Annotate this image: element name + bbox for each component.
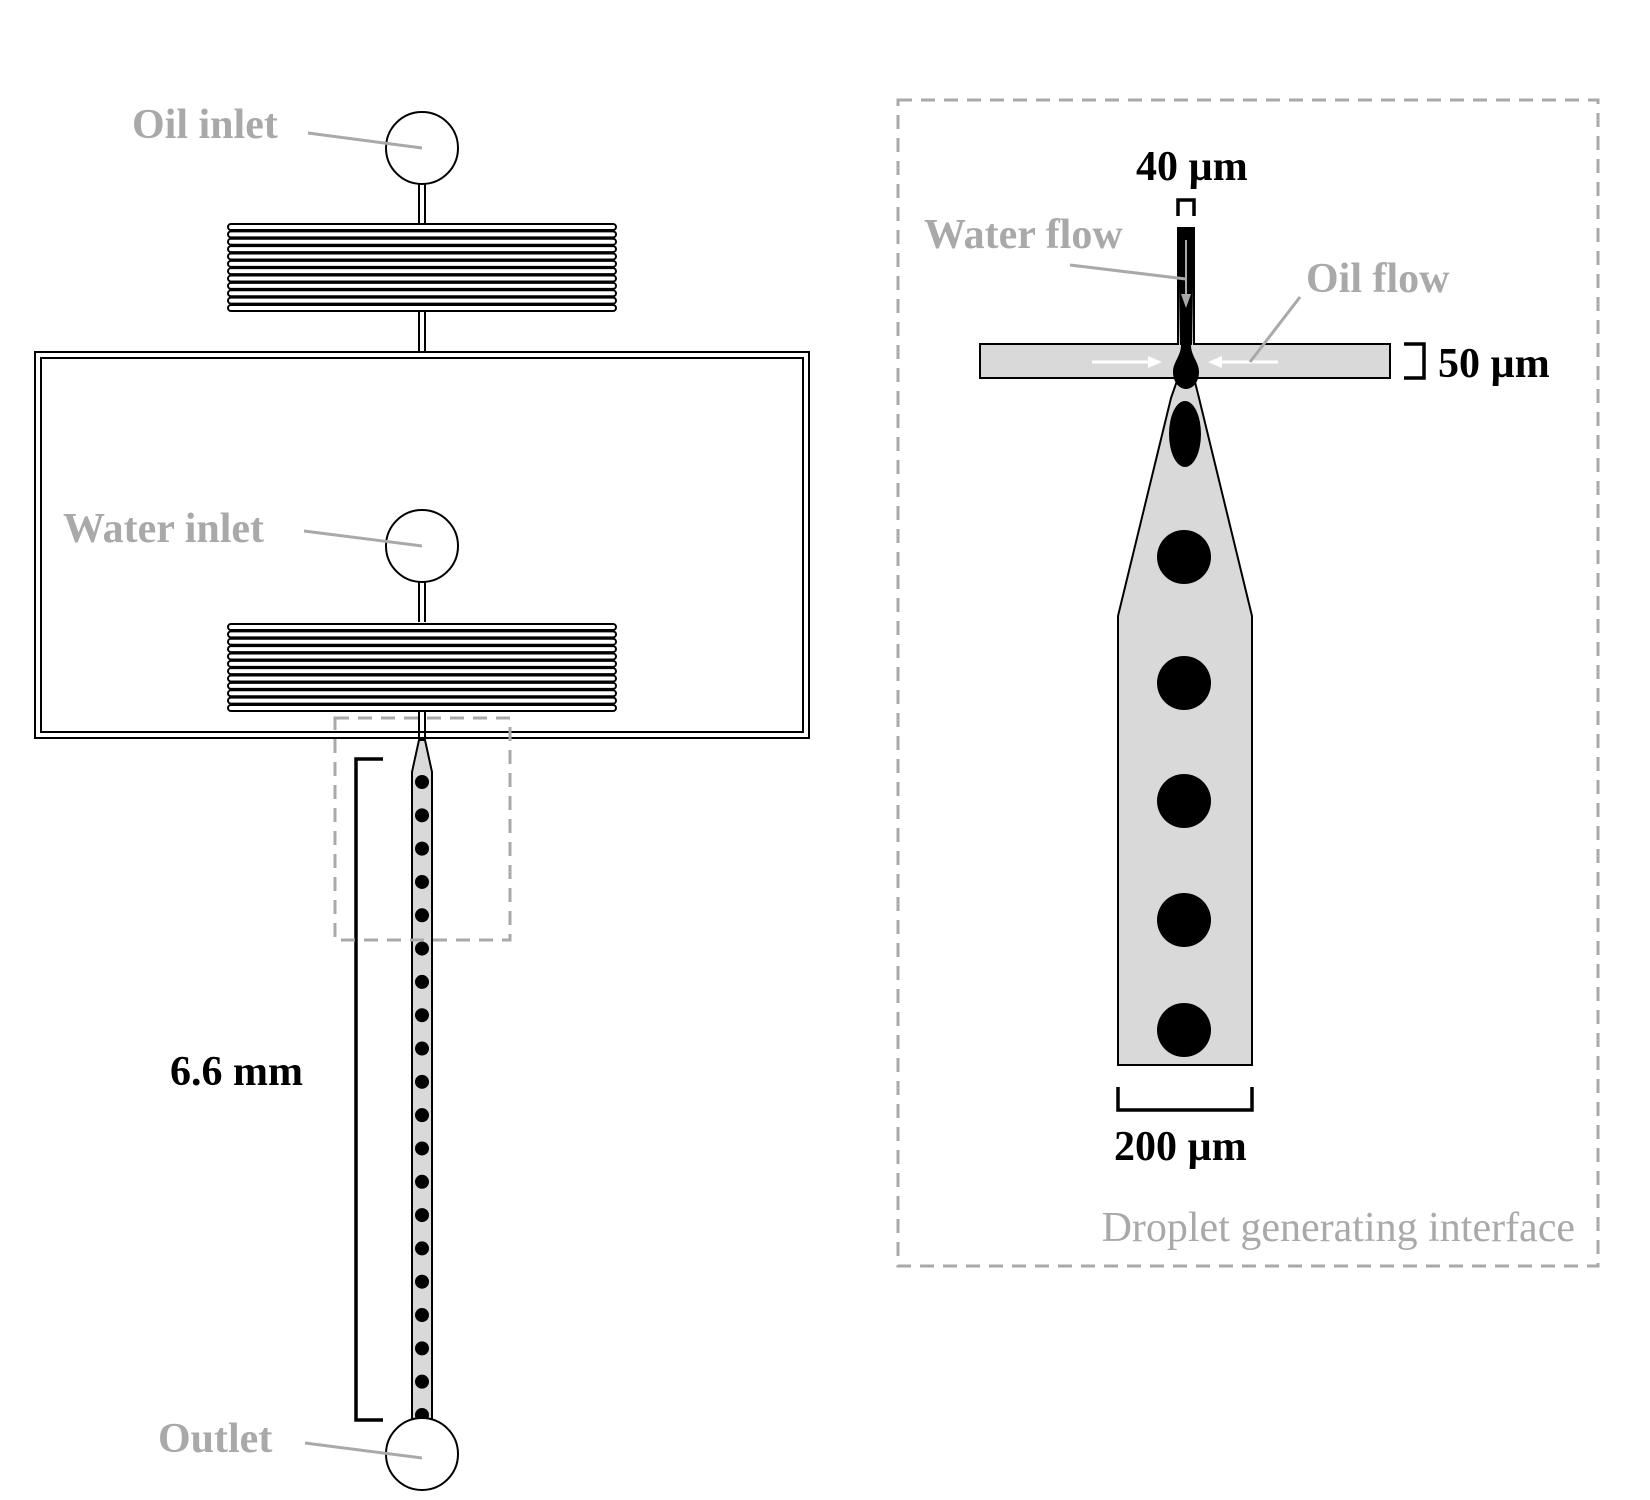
serpentine-loop — [227, 659, 617, 668]
outlet-droplet — [415, 841, 429, 856]
oil-flow-label: Oil flow — [1306, 256, 1450, 302]
water-feed-stem — [418, 712, 426, 738]
outlet-droplet — [415, 1008, 429, 1023]
outlet-droplet — [415, 1041, 429, 1056]
oil-inlet-leader — [307, 131, 423, 150]
serpentine-loop — [227, 245, 617, 254]
serpentine-loop — [227, 281, 617, 290]
serpentine-loop — [227, 652, 617, 661]
serpentine-loop — [227, 689, 617, 698]
water-inlet-label: Water inlet — [63, 506, 264, 552]
oil-flow-arrow-left — [1092, 356, 1162, 368]
outlet-droplet — [415, 1174, 429, 1189]
outlet-droplet — [415, 1374, 429, 1389]
serpentine-loop — [227, 237, 617, 246]
detail-droplet — [1157, 656, 1211, 710]
outlet-droplet — [415, 1308, 429, 1323]
width-50-bracket — [1404, 342, 1426, 380]
outlet-droplet — [415, 1108, 429, 1123]
chip-layout: Oil inlet Water inlet Outlet 6.6 mm — [34, 102, 810, 1491]
droplet-interface-detail: Water flow Oil flow 40 µm 50 µm 200 µm D… — [896, 98, 1600, 1268]
serpentine-loop — [227, 267, 617, 276]
oil-feed-stem — [418, 312, 426, 352]
water-inlet-stem — [418, 582, 426, 622]
width-50-label: 50 µm — [1438, 341, 1550, 387]
oil-inlet-stem — [418, 184, 426, 223]
serpentine-loop — [227, 223, 617, 231]
detail-droplet — [1157, 530, 1211, 584]
outlet-droplet — [415, 1141, 429, 1156]
pinched-droplet — [1169, 401, 1201, 467]
serpentine-loop — [227, 681, 617, 690]
width-40-bracket — [1176, 198, 1196, 216]
detail-frame — [896, 98, 1600, 1268]
outlet-label: Outlet — [158, 1416, 272, 1462]
zoom-region-marker — [333, 716, 512, 942]
serpentine-loop — [227, 704, 617, 712]
serpentine-loop — [227, 696, 617, 705]
detail-droplet-train — [1157, 401, 1211, 1057]
width-200-label: 200 µm — [1114, 1124, 1247, 1170]
serpentine-loop — [227, 304, 617, 312]
water-flow-label: Water flow — [924, 212, 1123, 258]
detail-droplet — [1157, 893, 1211, 947]
oil-distribution-channel-outer — [34, 351, 810, 739]
water-serpentine-resistor — [227, 623, 617, 712]
serpentine-loop — [227, 623, 617, 631]
outlet-droplet-train — [415, 775, 429, 1422]
detail-droplet — [1157, 774, 1211, 828]
detail-droplet — [1157, 1003, 1211, 1057]
serpentine-loop — [227, 630, 617, 639]
serpentine-loop — [227, 289, 617, 298]
outlet-droplet — [415, 775, 429, 789]
serpentine-loop — [227, 296, 617, 305]
outlet-droplet — [415, 1208, 429, 1223]
detail-caption: Droplet generating interface — [1102, 1205, 1575, 1251]
serpentine-loop — [227, 645, 617, 654]
serpentine-loop — [227, 274, 617, 283]
outlet-droplet — [415, 908, 429, 923]
length-bracket — [354, 757, 383, 1422]
water-flow-leader — [1069, 263, 1187, 281]
outlet-droplet — [415, 1241, 429, 1256]
outlet-droplet — [415, 1274, 429, 1289]
forming-droplet — [1173, 345, 1199, 389]
serpentine-loop — [227, 674, 617, 683]
serpentine-loop — [227, 667, 617, 676]
serpentine-loop — [227, 252, 617, 261]
length-label: 6.6 mm — [170, 1049, 303, 1095]
outlet-droplet — [415, 941, 429, 956]
outlet-droplet — [415, 1341, 429, 1356]
serpentine-loop — [227, 259, 617, 268]
water-flow-arrow — [1181, 240, 1191, 308]
serpentine-loop — [227, 230, 617, 239]
outlet-droplet — [415, 808, 429, 823]
width-40-label: 40 µm — [1136, 144, 1248, 190]
oil-inlet-label: Oil inlet — [132, 102, 278, 148]
outlet-droplet — [415, 874, 429, 889]
outlet-droplet — [415, 974, 429, 989]
outlet-droplet — [415, 1074, 429, 1089]
oil-flow-leader — [1248, 296, 1302, 363]
width-200-bracket — [1116, 1087, 1254, 1112]
serpentine-loop — [227, 637, 617, 646]
oil-serpentine-resistor — [227, 223, 617, 312]
oil-distribution-channel-inner — [40, 357, 804, 733]
outlet-leader — [304, 1441, 423, 1460]
water-inlet-leader — [303, 529, 423, 548]
